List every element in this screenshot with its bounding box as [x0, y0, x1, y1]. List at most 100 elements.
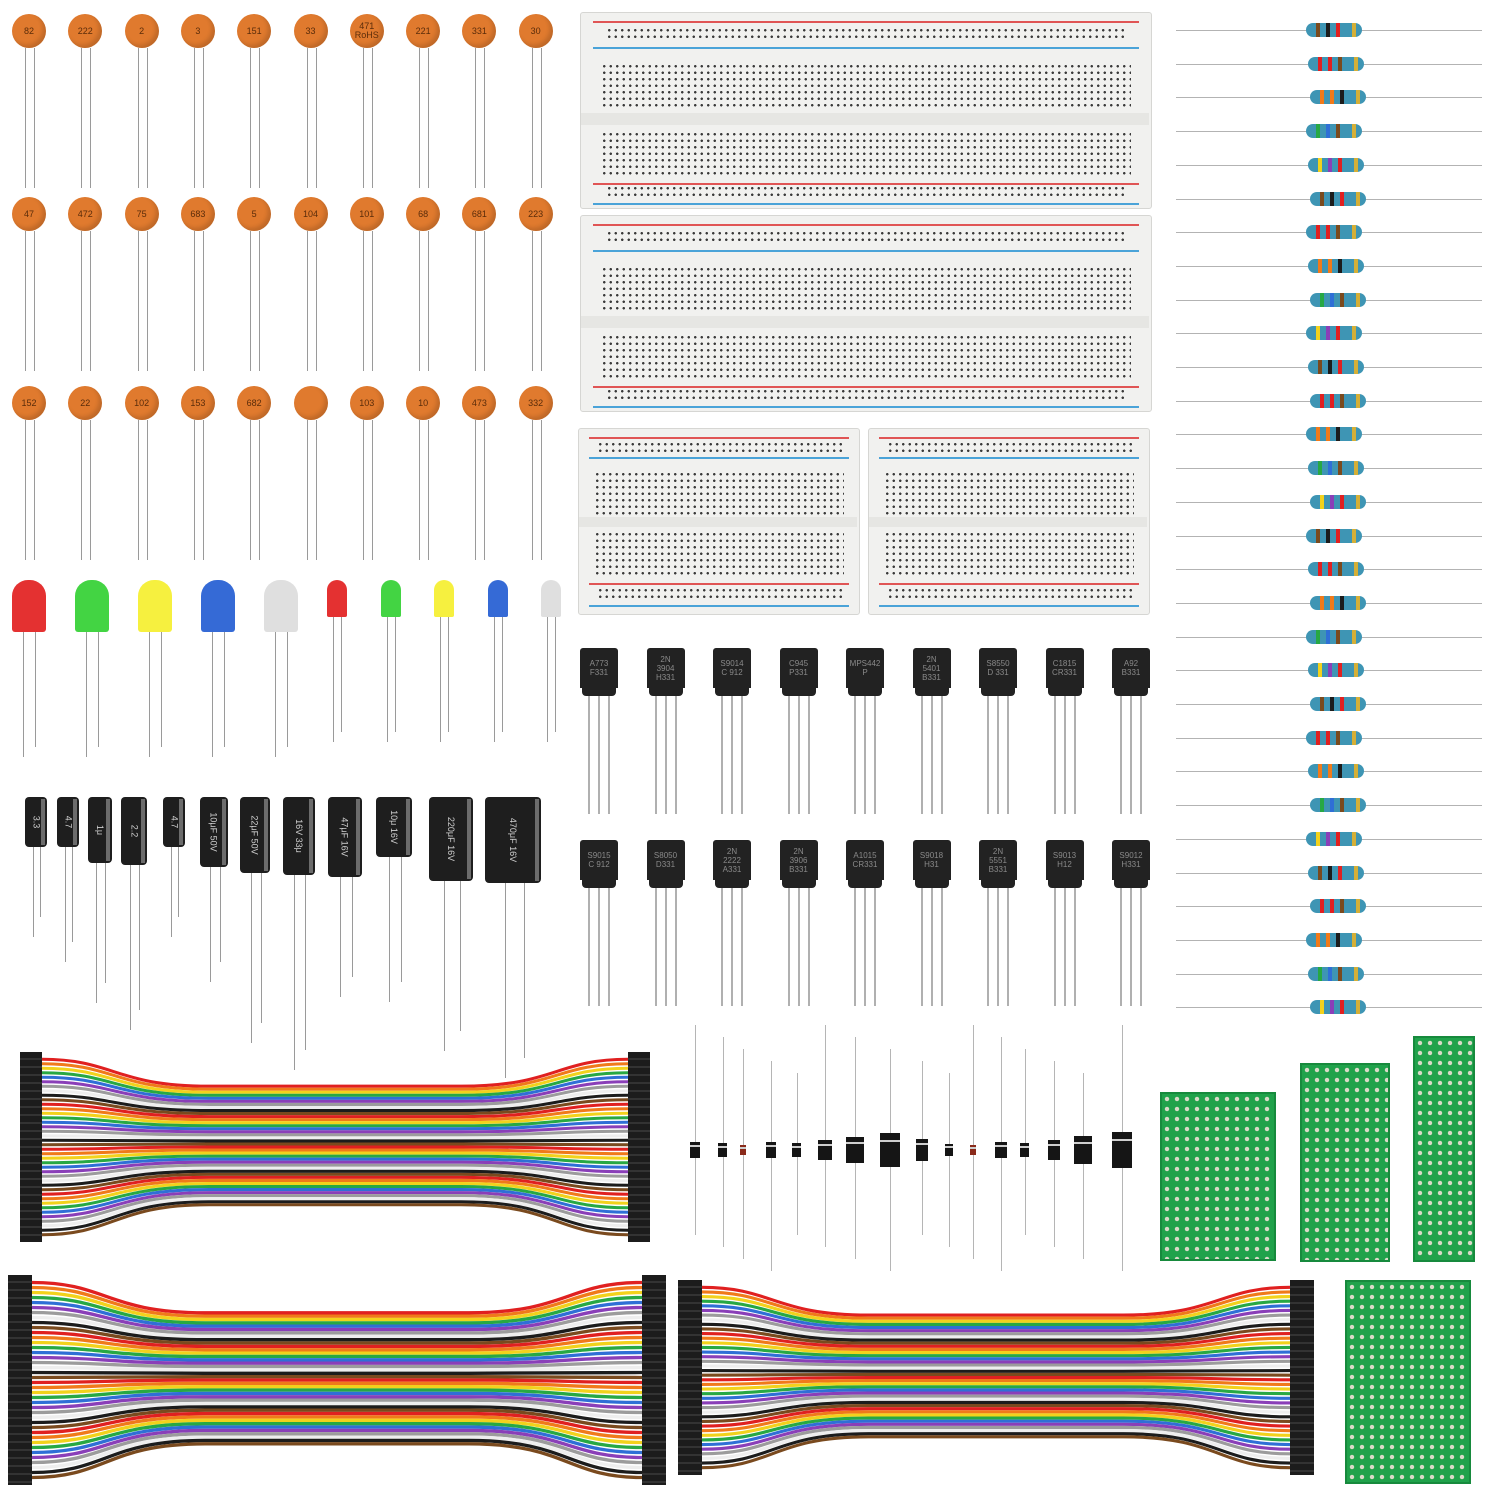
transistor-label: S9014 C 912: [720, 659, 744, 677]
resistor-band: [1352, 225, 1356, 240]
resistor-band: [1318, 56, 1322, 71]
capacitor-lead: [306, 231, 308, 371]
transistor-lead: [854, 696, 856, 814]
resistor-band: [1330, 697, 1334, 711]
jumper-wire: [31, 1385, 643, 1395]
capacitor-lead: [531, 231, 533, 371]
breadboard-full-2: [580, 215, 1152, 412]
led-lead: [555, 617, 556, 732]
ceramic-capacitor: 223: [518, 197, 553, 231]
jumper-wire: [41, 1145, 629, 1151]
transistor-body-base: [715, 880, 749, 888]
transistor-label: S9018 H31: [919, 851, 944, 869]
ceramic-capacitor: 47: [12, 197, 46, 231]
ceramic-capacitor: 33: [293, 14, 328, 48]
resistor-band: [1354, 562, 1358, 577]
capacitor-lead: [401, 857, 403, 982]
jumper-wire: [31, 1340, 643, 1355]
resistor-band: [1316, 23, 1320, 37]
capacitor-label: 10μF 50V: [209, 812, 219, 852]
resistor-band: [1354, 461, 1358, 476]
resistor-band: [1320, 90, 1324, 105]
jumper-wire: [701, 1364, 1291, 1370]
transistor-body-base: [848, 688, 882, 696]
pcb-large: [1345, 1280, 1471, 1484]
transistor-lead: [1007, 696, 1009, 814]
transistor-label: S9015 C 912: [587, 851, 611, 869]
diode: [916, 1139, 928, 1161]
jumper-wire: [701, 1410, 1291, 1433]
diode: [970, 1145, 976, 1155]
resistor-band: [1356, 494, 1360, 509]
resistor-band: [1338, 562, 1342, 577]
resistor: [1306, 629, 1362, 644]
ceramic-capacitor: 221: [406, 14, 441, 48]
jumper-wire: [41, 1138, 629, 1143]
capacitor-lead: [428, 420, 430, 560]
transistor: 2N 5551 B331: [979, 840, 1017, 880]
capacitor-lead: [419, 420, 421, 560]
capacitor-lead: [137, 48, 139, 188]
transistor-lead: [1140, 696, 1142, 814]
transistor-lead: [654, 888, 657, 1006]
resistor-band: [1336, 831, 1340, 846]
resistor-band: [1316, 629, 1320, 644]
resistor-band: [1356, 798, 1360, 813]
transistor-lead: [741, 696, 743, 814]
transistor-label: 2N 2222 A331: [722, 846, 742, 874]
diode-cathode-band: [740, 1147, 746, 1149]
capacitor-lead: [25, 48, 26, 188]
resistor-band: [1326, 23, 1330, 37]
resistor: [1310, 798, 1366, 813]
resistor-band: [1340, 90, 1344, 105]
electrolytic-capacitor: 4.7: [57, 797, 79, 847]
jumper-wire: [31, 1280, 643, 1315]
resistor-band: [1316, 831, 1320, 846]
resistor-band: [1318, 562, 1322, 577]
resistor-band: [1338, 966, 1342, 981]
ceramic-capacitor: 104: [293, 197, 328, 231]
resistor-band: [1338, 865, 1342, 880]
transistor-lead: [797, 888, 800, 1006]
capacitor-lead: [193, 48, 195, 188]
capacitor-lead: [419, 48, 421, 188]
resistor-band: [1356, 292, 1360, 307]
diode-cathode-band: [1112, 1139, 1132, 1142]
led-3mm: [541, 580, 561, 617]
jumper-wire: [41, 1154, 629, 1165]
capacitor-lead: [193, 420, 195, 560]
resistor-band: [1328, 764, 1332, 779]
electrolytic-capacitor: 1μ: [88, 797, 112, 863]
transistor-body-base: [914, 688, 949, 696]
resistor-band: [1328, 258, 1332, 273]
led-lead: [161, 632, 162, 747]
breadboard-half-1: [578, 428, 860, 615]
transistor-lead: [1130, 696, 1132, 814]
transistor-label: MPS442 P: [849, 659, 881, 677]
led-lead: [212, 632, 213, 757]
jumper-wire: [41, 1116, 629, 1128]
transistor-lead: [807, 696, 810, 814]
jumper-wire: [701, 1391, 1291, 1405]
resistor-band: [1320, 393, 1324, 408]
transistor-label: S9012 H331: [1119, 851, 1143, 869]
diode: [995, 1142, 1007, 1158]
jumper-wire: [31, 1320, 643, 1342]
ribbon-wires: [41, 1057, 629, 1237]
jumper-wire: [701, 1413, 1291, 1437]
capacitor-label: 10: [418, 397, 429, 408]
transistor-body-base: [648, 880, 683, 888]
diode-cathode-band: [995, 1145, 1007, 1148]
transistor-body-base: [981, 688, 1015, 696]
diode-cathode-band: [766, 1145, 776, 1148]
resistor-band: [1354, 56, 1358, 71]
diode-cathode-band: [690, 1145, 700, 1148]
capacitor-lead: [362, 48, 364, 188]
jumper-wire: [41, 1194, 629, 1223]
diode: [945, 1144, 953, 1156]
transistor-lead: [721, 888, 723, 1006]
capacitor-lead: [193, 231, 195, 371]
resistor-band: [1326, 124, 1330, 139]
capacitor-lead: [259, 231, 261, 371]
transistor: S9018 H31: [912, 840, 951, 880]
